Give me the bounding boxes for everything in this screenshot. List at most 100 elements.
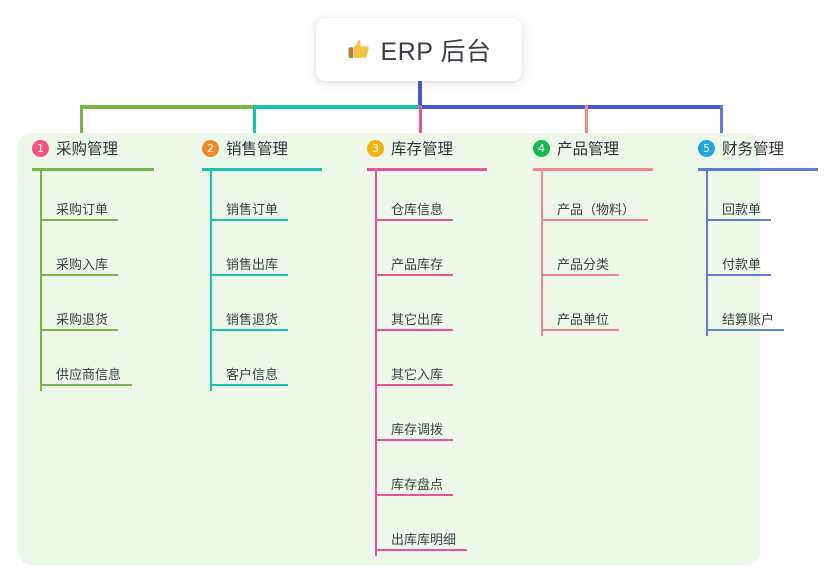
leaf-node[interactable]: 仓库信息 bbox=[375, 171, 487, 226]
leaf-node[interactable]: 库存调拨 bbox=[375, 391, 487, 446]
leaf-rule bbox=[40, 384, 132, 386]
leaf-rule bbox=[210, 329, 288, 331]
leaf-label: 结算账户 bbox=[722, 312, 775, 327]
leaf-rule bbox=[375, 329, 453, 331]
leaf-rule bbox=[706, 219, 771, 221]
leaf-rule bbox=[210, 274, 288, 276]
branch-title-2: 销售管理 bbox=[226, 141, 289, 158]
branch-badge-3: 3 bbox=[367, 139, 384, 157]
root-node-card[interactable]: ERP 后台 bbox=[316, 18, 522, 81]
branch-panel bbox=[18, 133, 760, 565]
leaf-rule bbox=[375, 219, 453, 221]
leaf-node[interactable]: 销售订单 bbox=[210, 171, 322, 226]
leaf-node[interactable]: 产品单位 bbox=[541, 281, 653, 336]
leaf-node[interactable]: 销售出库 bbox=[210, 226, 322, 281]
leaf-spine-5 bbox=[706, 171, 708, 336]
leaf-rule bbox=[40, 274, 118, 276]
connector-bar-segment-1 bbox=[80, 105, 253, 109]
leaf-label: 产品单位 bbox=[557, 312, 610, 327]
leaf-rule bbox=[375, 494, 453, 496]
leaf-label: 回款单 bbox=[722, 202, 762, 217]
leaf-rule bbox=[375, 549, 467, 551]
branch-column-4: 4 产品管理产品（物料） 产品分类产品单位 bbox=[519, 133, 653, 336]
leaf-list-4: 产品（物料） 产品分类产品单位 bbox=[541, 171, 653, 336]
leaf-node[interactable]: 客户信息 bbox=[210, 336, 322, 391]
branch-title-3: 库存管理 bbox=[391, 141, 454, 158]
branch-header-3[interactable]: 3 库存管理 bbox=[353, 133, 487, 163]
leaf-node[interactable]: 采购订单 bbox=[40, 171, 154, 226]
leaf-label: 其它入库 bbox=[391, 367, 444, 382]
leaf-label: 采购入库 bbox=[56, 257, 109, 272]
leaf-label: 采购退货 bbox=[56, 312, 109, 327]
leaf-label: 库存调拨 bbox=[391, 422, 444, 437]
leaf-node[interactable]: 产品（物料） bbox=[541, 171, 653, 226]
branch-header-2[interactable]: 2 销售管理 bbox=[188, 133, 322, 163]
leaf-rule bbox=[40, 219, 118, 221]
root-title: ERP 后台 bbox=[380, 37, 492, 66]
leaf-rule bbox=[375, 439, 453, 441]
leaf-label: 供应商信息 bbox=[56, 367, 122, 382]
leaf-rule bbox=[40, 329, 118, 331]
leaf-node[interactable]: 出库库明细 bbox=[375, 501, 487, 556]
leaf-node[interactable]: 产品库存 bbox=[375, 226, 487, 281]
branch-column-2: 2 销售管理销售订单销售出库销售退货客户信息 bbox=[188, 133, 322, 391]
branch-title-1: 采购管理 bbox=[56, 141, 119, 158]
leaf-rule bbox=[210, 384, 288, 386]
connector-drop-1 bbox=[80, 105, 83, 143]
leaf-rule bbox=[706, 274, 771, 276]
leaf-node[interactable]: 付款单 bbox=[706, 226, 818, 281]
branch-title-4: 产品管理 bbox=[557, 141, 620, 158]
leaf-label: 库存盘点 bbox=[391, 477, 444, 492]
branch-header-rule-5 bbox=[698, 168, 818, 171]
branch-column-3: 3 库存管理仓库信息产品库存其它出库其它入库库存调拨库存盘点出库库明细 bbox=[353, 133, 487, 556]
connector-bar-segment-2 bbox=[253, 105, 420, 109]
leaf-label: 出库库明细 bbox=[391, 532, 457, 547]
connector-bar-segment-3 bbox=[420, 105, 722, 109]
leaf-node[interactable]: 其它出库 bbox=[375, 281, 487, 336]
leaf-list-2: 销售订单销售出库销售退货客户信息 bbox=[210, 171, 322, 391]
leaf-label: 其它出库 bbox=[391, 312, 444, 327]
leaf-node[interactable]: 产品分类 bbox=[541, 226, 653, 281]
leaf-rule bbox=[210, 219, 288, 221]
leaf-rule bbox=[375, 384, 453, 386]
leaf-label: 仓库信息 bbox=[391, 202, 444, 217]
leaf-list-1: 采购订单采购入库采购退货供应商信息 bbox=[40, 171, 154, 391]
leaf-rule bbox=[541, 329, 619, 331]
branch-header-4[interactable]: 4 产品管理 bbox=[519, 133, 653, 163]
connector-trunk bbox=[418, 81, 422, 105]
leaf-rule bbox=[541, 219, 648, 221]
connector-drop-5 bbox=[720, 105, 723, 143]
leaf-node[interactable]: 采购入库 bbox=[40, 226, 154, 281]
leaf-node[interactable]: 采购退货 bbox=[40, 281, 154, 336]
leaf-node[interactable]: 回款单 bbox=[706, 171, 818, 226]
leaf-list-5: 回款单付款单结算账户 bbox=[706, 171, 818, 336]
branch-header-5[interactable]: 5 财务管理 bbox=[684, 133, 818, 163]
leaf-label: 销售退货 bbox=[226, 312, 279, 327]
branch-header-rule-3 bbox=[367, 168, 487, 171]
branch-column-5: 5 财务管理回款单付款单结算账户 bbox=[684, 133, 818, 336]
branch-header-rule-4 bbox=[533, 168, 653, 171]
leaf-node[interactable]: 销售退货 bbox=[210, 281, 322, 336]
leaf-node[interactable]: 其它入库 bbox=[375, 336, 487, 391]
leaf-label: 销售出库 bbox=[226, 257, 279, 272]
leaf-label: 客户信息 bbox=[226, 367, 279, 382]
branch-badge-5: 5 bbox=[698, 139, 715, 157]
leaf-rule bbox=[706, 329, 784, 331]
branch-badge-4: 4 bbox=[533, 139, 550, 157]
connector-drop-4 bbox=[585, 105, 588, 143]
branch-header-rule-2 bbox=[202, 168, 322, 171]
leaf-node[interactable]: 供应商信息 bbox=[40, 336, 154, 391]
leaf-node[interactable]: 结算账户 bbox=[706, 281, 818, 336]
branch-header-rule-1 bbox=[32, 168, 154, 171]
leaf-spine-3 bbox=[375, 171, 377, 556]
connector-drop-3 bbox=[419, 105, 422, 143]
leaf-label: 产品（物料） bbox=[557, 202, 636, 217]
leaf-rule bbox=[541, 274, 619, 276]
branch-badge-2: 2 bbox=[202, 139, 219, 157]
leaf-node[interactable]: 库存盘点 bbox=[375, 446, 487, 501]
branch-title-5: 财务管理 bbox=[722, 141, 785, 158]
leaf-spine-4 bbox=[541, 171, 543, 336]
